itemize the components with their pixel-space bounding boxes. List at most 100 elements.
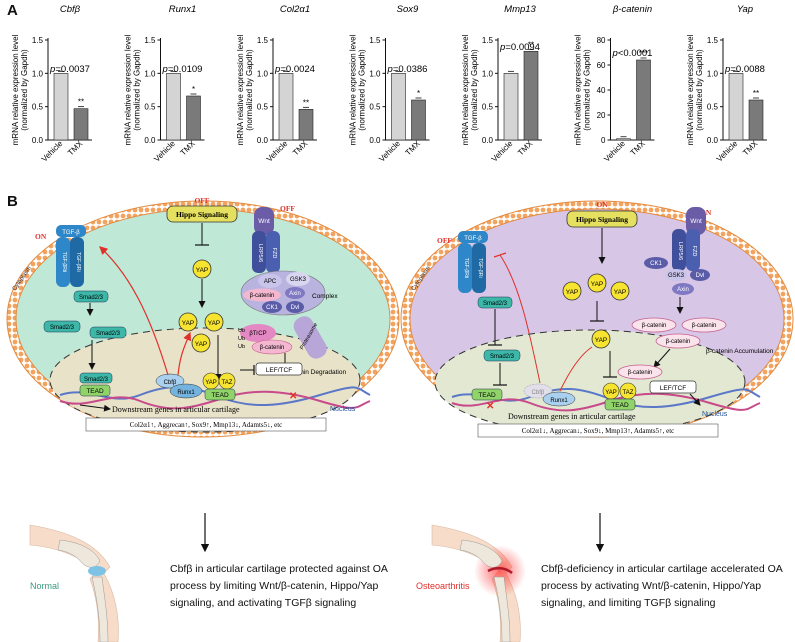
y-tick-label: 0.0	[257, 136, 269, 145]
x-label: Vehicle	[715, 139, 740, 164]
chart-title: Mmp13	[504, 4, 536, 15]
significance: ***	[639, 49, 648, 58]
svg-text:Runx1: Runx1	[550, 398, 568, 404]
right-yap-cluster: YAP YAP YAP YAP	[562, 273, 630, 349]
svg-text:YAP: YAP	[595, 337, 608, 344]
svg-text:CK1: CK1	[266, 305, 278, 311]
svg-text:Smad2/3: Smad2/3	[79, 295, 104, 301]
bar-vehicle	[728, 73, 744, 141]
right-tgf-receptor: OFF TGF-β TGF-βRⅡ TGF-βRⅠ Smad2/3 Smad2/…	[437, 231, 521, 412]
y-tick-label: 60	[597, 61, 606, 70]
bar-vehicle	[53, 73, 69, 141]
right-hippo-label: Hippo Signaling	[576, 215, 628, 224]
oa-knee-illustration	[431, 524, 526, 642]
svg-text:YAP: YAP	[591, 281, 604, 288]
svg-text:TGF-β: TGF-β	[464, 236, 482, 242]
svg-text:✕: ✕	[289, 391, 297, 402]
right-downstream-label: Downstream genes in articular cartilage	[508, 412, 636, 421]
p-value: p<0.0001	[612, 48, 653, 59]
y-tick-label: 0.0	[369, 136, 381, 145]
y-tick-label: 40	[597, 86, 606, 95]
p-value: p=0.0088	[724, 64, 765, 75]
left-nucleus-label: Nucleus	[330, 406, 356, 413]
y-tick-label: 0.5	[707, 103, 719, 112]
y-tick-label: 1.0	[369, 69, 381, 78]
svg-text:Smad2/3: Smad2/3	[490, 354, 515, 360]
y-tick-label: 0.5	[482, 103, 494, 112]
left-destruction-complex: APC GSK3 β-catenin Axin CK1 Dvl Complex	[240, 270, 338, 316]
osteoarthritis-label: Osteoarthritis	[416, 581, 470, 591]
svg-text:TEAD: TEAD	[86, 388, 104, 395]
y-tick-label: 0.5	[32, 103, 44, 112]
svg-text:YAP: YAP	[208, 320, 221, 327]
svg-text:β-catenin Accumulation: β-catenin Accumulation	[706, 348, 774, 355]
x-label: Vehicle	[490, 139, 515, 164]
svg-text:TGF-βRⅠ: TGF-βRⅠ	[477, 258, 483, 278]
panel-b-letter: B	[7, 193, 18, 210]
x-label: TMX	[66, 139, 85, 158]
svg-text:LRP5/6: LRP5/6	[257, 244, 263, 262]
ylabel-line2: (normalized by Gapdh)	[133, 49, 142, 131]
y-tick-label: 1.0	[482, 69, 494, 78]
svg-text:LEF/TCF: LEF/TCF	[266, 367, 292, 374]
ylabel-line1: mRNA relative expression level	[686, 34, 695, 145]
ylabel-line1: mRNA relative expression level	[124, 34, 133, 145]
y-tick-label: 1.5	[369, 36, 381, 45]
bar-vehicle	[166, 73, 181, 141]
left-hippo-label: Hippo Signaling	[176, 210, 228, 219]
svg-text:Axin: Axin	[289, 291, 301, 297]
svg-text:Wnt: Wnt	[258, 218, 270, 225]
right-nuclear-complex: YAP TAZ TEAD	[602, 382, 637, 411]
left-nuclear-complex: YAP TAZ TEAD LEF/TCF ✕	[202, 362, 303, 402]
svg-text:✕: ✕	[486, 401, 494, 412]
chart-title: Runx1	[169, 4, 196, 15]
svg-text:TGF-βRⅡ: TGF-βRⅡ	[61, 252, 67, 273]
y-tick-label: 80	[597, 36, 606, 45]
normal-label: Normal	[30, 581, 60, 591]
bar-tmx	[636, 59, 651, 141]
normal-caption: Cbfβ in articular cartilage protected ag…	[170, 563, 388, 609]
ylabel-line2: (normalized by Gapdh)	[695, 49, 704, 131]
right-wnt-receptor: ON Wnt LRP5/6 FZD CK1 GSK3 Dvl Axin	[644, 207, 712, 314]
bar-vehicle	[278, 73, 294, 141]
left-downstream-label: Downstream genes in articular cartilage	[112, 405, 240, 414]
ylabel-line1: mRNA relative expression level	[236, 34, 245, 145]
svg-text:ON: ON	[35, 232, 47, 241]
svg-text:Ub: Ub	[238, 344, 245, 350]
y-tick-label: 1.5	[32, 36, 44, 45]
svg-text:OFF: OFF	[437, 236, 452, 245]
right-bcatenin-accumulation: β-catenin β-catenin β-catenin β-catenin …	[617, 317, 774, 406]
x-label: Vehicle	[602, 139, 627, 164]
svg-text:TEAD: TEAD	[211, 392, 229, 399]
right-genes-list: Col2α1↓, Aggrecan↓, Sox9↓, Mmp13↑, Adamt…	[522, 427, 675, 435]
ylabel-line1: mRNA relative expression level	[461, 34, 470, 145]
svg-text:FZD: FZD	[691, 246, 697, 257]
svg-text:YAP: YAP	[182, 320, 195, 327]
right-nucleus-label: Nucleus	[702, 411, 728, 418]
svg-text:β-catenin: β-catenin	[692, 323, 717, 329]
bar-tmx	[73, 108, 89, 141]
svg-text:Wnt: Wnt	[690, 218, 702, 225]
right-cbfb-runx1: Cbfβ Runx1	[493, 252, 593, 407]
y-tick-label: 1.5	[707, 36, 719, 45]
svg-text:TAZ: TAZ	[222, 380, 233, 386]
svg-text:LEF/TCF: LEF/TCF	[660, 385, 686, 392]
chart-title: Sox9	[397, 4, 419, 15]
bar-charts: mRNA relative expression level(normalize…	[11, 4, 767, 164]
oa-caption: Cbfβ-deficiency in articular cartilage a…	[541, 563, 783, 609]
y-tick-label: 1.5	[482, 36, 494, 45]
significance: *	[192, 85, 195, 94]
left-tgf-receptor: ON TGF-β TGF-βRⅡ TGF-βRⅠ Smad2/3 Smad2/3…	[35, 225, 127, 397]
ylabel-line2: (normalized by Gapdh)	[583, 49, 592, 131]
svg-text:Ub: Ub	[238, 336, 245, 342]
significance: **	[528, 40, 534, 49]
mechanism-diagram: Cytoplasm Nucleus Hippo Signaling OFF YA…	[6, 196, 794, 642]
panel-a-letter: A	[7, 2, 18, 19]
svg-text:GSK3: GSK3	[290, 277, 307, 283]
x-label: TMX	[629, 139, 648, 158]
svg-text:YAP: YAP	[566, 289, 579, 296]
chart-title: β-catenin	[612, 4, 652, 15]
svg-text:Runx1: Runx1	[177, 390, 195, 396]
svg-text:TGF-βRⅠ: TGF-βRⅠ	[75, 252, 81, 272]
svg-text:Dvl: Dvl	[291, 305, 300, 311]
